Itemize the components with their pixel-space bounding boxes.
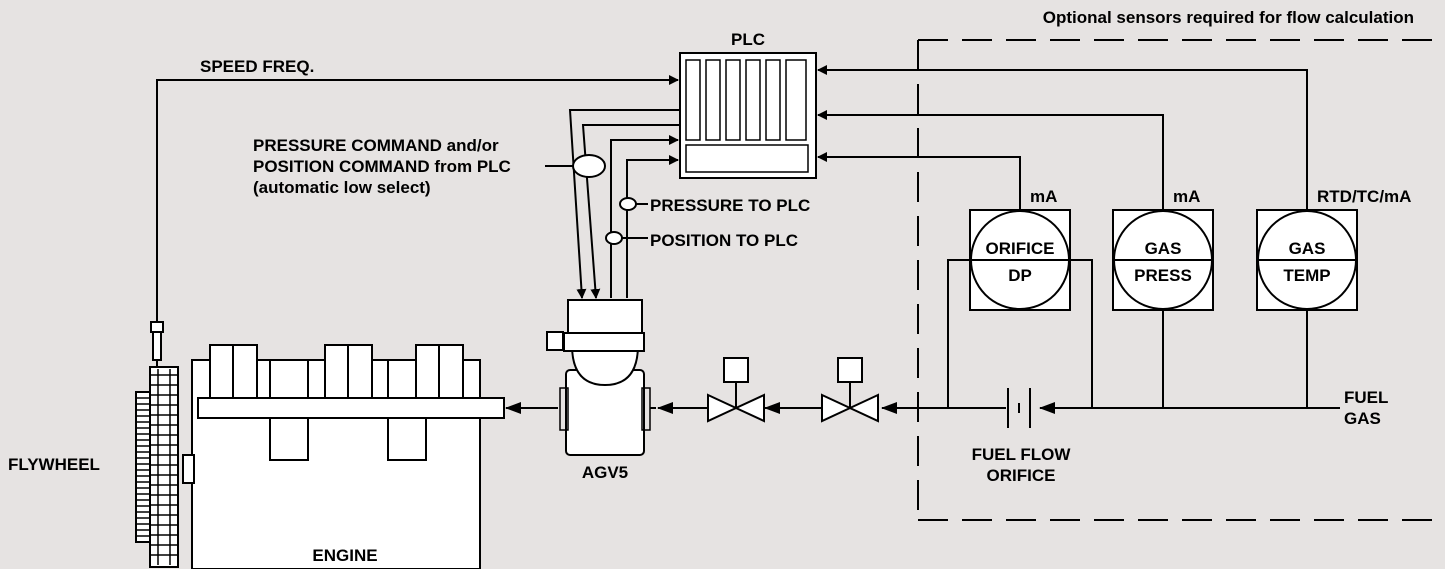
sensor-temp-signal: RTD/TC/mA (1317, 187, 1411, 206)
shutoff-valve-1 (707, 357, 765, 423)
command-label-line1: PRESSURE COMMAND and/or (253, 136, 499, 155)
flywheel (135, 366, 179, 568)
sensor-gas-press (1112, 209, 1214, 311)
flywheel-label: FLYWHEEL (8, 455, 100, 474)
engine-label: ENGINE (312, 546, 377, 565)
engine-block (182, 344, 505, 569)
sensor-signal-lines (817, 65, 1308, 210)
plc-label: PLC (731, 30, 765, 49)
sensor-gas-temp (1256, 209, 1358, 311)
fuel-gas-label-1: FUEL (1344, 388, 1388, 407)
shutoff-valve-2 (821, 357, 879, 423)
fuel-flow-orifice-label-2: ORIFICE (987, 466, 1056, 485)
speed-sensor (150, 321, 164, 367)
sensor-press-top: GAS (1145, 239, 1182, 258)
optional-sensors-boundary (917, 39, 1445, 521)
fuel-gas-label-2: GAS (1344, 409, 1381, 428)
fuel-gas-line (881, 259, 1340, 414)
sensor-temp-top: GAS (1289, 239, 1326, 258)
sensor-press-bottom: PRESS (1134, 266, 1192, 285)
agv5-label: AGV5 (582, 463, 628, 482)
agv5-valve (546, 299, 656, 456)
command-label-line3: (automatic low select) (253, 178, 431, 197)
position-to-plc-label: POSITION TO PLC (650, 231, 798, 250)
sensor-press-signal: mA (1173, 187, 1200, 206)
fuel-flow-orifice-label-1: FUEL FLOW (972, 445, 1072, 464)
optional-sensors-note: Optional sensors required for flow calcu… (1043, 8, 1414, 27)
sensor-orifice-dp (969, 209, 1071, 311)
command-bundle-marker (572, 154, 606, 178)
command-label-line2: POSITION COMMAND from PLC (253, 157, 511, 176)
sensor-orifice-top: ORIFICE (986, 239, 1055, 258)
sensor-temp-bottom: TEMP (1283, 266, 1330, 285)
speed-freq-label: SPEED FREQ. (200, 57, 314, 76)
sensor-orifice-signal: mA (1030, 187, 1057, 206)
pressure-to-plc-label: PRESSURE TO PLC (650, 196, 810, 215)
command-signal-lines (568, 109, 680, 299)
sensor-orifice-bottom: DP (1008, 266, 1032, 285)
fuel-flow-orifice (1007, 388, 1031, 428)
plc-unit (679, 52, 817, 179)
speed-freq-signal-line (156, 75, 679, 325)
feedback-signal-lines (610, 135, 679, 298)
